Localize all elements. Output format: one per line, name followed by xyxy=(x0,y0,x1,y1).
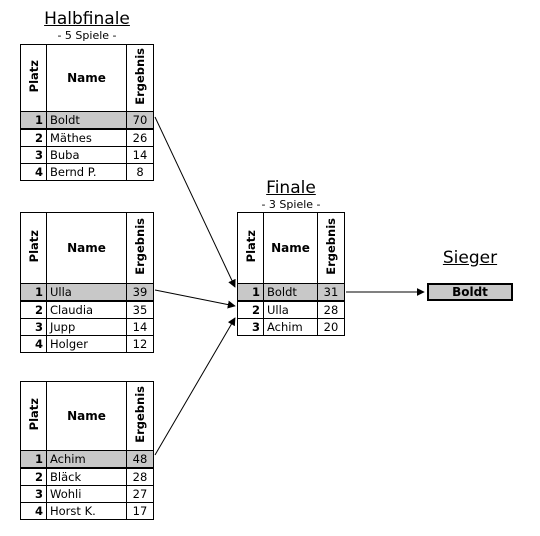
score-cell: 27 xyxy=(126,485,154,503)
column-header-name: Name xyxy=(46,381,127,451)
score-cell: 8 xyxy=(126,163,154,181)
score-cell: 28 xyxy=(126,467,154,486)
score-cell: 26 xyxy=(126,128,154,147)
table-row: 2 Ulla 28 xyxy=(237,300,345,319)
table-row-winner: 1 Ulla 39 xyxy=(20,283,154,302)
halbfinale-group-3-table: Platz Name Ergebnis 1 Achim 48 2 Bläck 2… xyxy=(20,381,154,520)
score-cell: 17 xyxy=(126,502,154,520)
table-row: 4 Bernd P. 8 xyxy=(20,163,154,181)
finale-title: Finale xyxy=(266,178,316,198)
table-row-winner: 1 Achim 48 xyxy=(20,450,154,469)
halbfinale-group-2-table: Platz Name Ergebnis 1 Ulla 39 2 Claudia … xyxy=(20,212,154,353)
column-header-name: Name xyxy=(46,44,127,112)
halbfinale-subtitle: - 5 Spiele - xyxy=(57,29,117,42)
sieger-box: Boldt xyxy=(427,283,513,301)
score-cell: 12 xyxy=(126,335,154,353)
table-row: 3 Achim 20 xyxy=(237,318,345,336)
score-cell: 31 xyxy=(317,283,345,302)
rank-cell: 1 xyxy=(20,450,47,469)
table-row: 2 Bläck 28 xyxy=(20,467,154,486)
name-cell: Mäthes xyxy=(46,128,127,147)
score-cell: 28 xyxy=(317,300,345,319)
table-row: 4 Horst K. 17 xyxy=(20,502,154,520)
name-cell: Buba xyxy=(46,146,127,164)
table-row: 2 Mäthes 26 xyxy=(20,128,154,147)
name-cell: Boldt xyxy=(46,111,127,130)
table-row: 3 Buba 14 xyxy=(20,146,154,164)
column-header-name: Name xyxy=(263,212,318,284)
table-row: 4 Holger 12 xyxy=(20,335,154,353)
table-row-winner: 1 Boldt 31 xyxy=(237,283,345,302)
score-cell: 20 xyxy=(317,318,345,336)
name-cell: Ulla xyxy=(263,300,318,319)
score-cell: 70 xyxy=(126,111,154,130)
rank-cell: 1 xyxy=(237,283,264,302)
score-cell: 39 xyxy=(126,283,154,302)
rank-cell: 4 xyxy=(20,502,47,520)
score-cell: 14 xyxy=(126,146,154,164)
name-cell: Boldt xyxy=(263,283,318,302)
arrow-group3-to-finale xyxy=(154,317,236,456)
finale-subtitle: - 3 Spiele - xyxy=(261,198,321,211)
table-row: 3 Wohli 27 xyxy=(20,485,154,503)
table-row: 3 Jupp 14 xyxy=(20,318,154,336)
score-cell: 48 xyxy=(126,450,154,469)
name-cell: Ulla xyxy=(46,283,127,302)
halbfinale-group-1-table: Platz Name Ergebnis 1 Boldt 70 2 Mäthes … xyxy=(20,44,154,181)
table-row-winner: 1 Boldt 70 xyxy=(20,111,154,130)
score-cell: 14 xyxy=(126,318,154,336)
finale-table: Platz Name Ergebnis 1 Boldt 31 2 Ulla 28… xyxy=(237,212,345,336)
sieger-title: Sieger xyxy=(442,248,498,268)
name-cell: Achim xyxy=(46,450,127,469)
arrow-group2-to-finale xyxy=(154,289,236,309)
name-cell: Wohli xyxy=(46,485,127,503)
rank-cell: 1 xyxy=(20,283,47,302)
arrow-group1-to-finale xyxy=(154,116,236,288)
column-header-name: Name xyxy=(46,212,127,284)
name-cell: Bernd P. xyxy=(46,163,127,181)
name-cell: Horst K. xyxy=(46,502,127,520)
halbfinale-title: Halbfinale xyxy=(44,9,130,29)
name-cell: Achim xyxy=(263,318,318,336)
